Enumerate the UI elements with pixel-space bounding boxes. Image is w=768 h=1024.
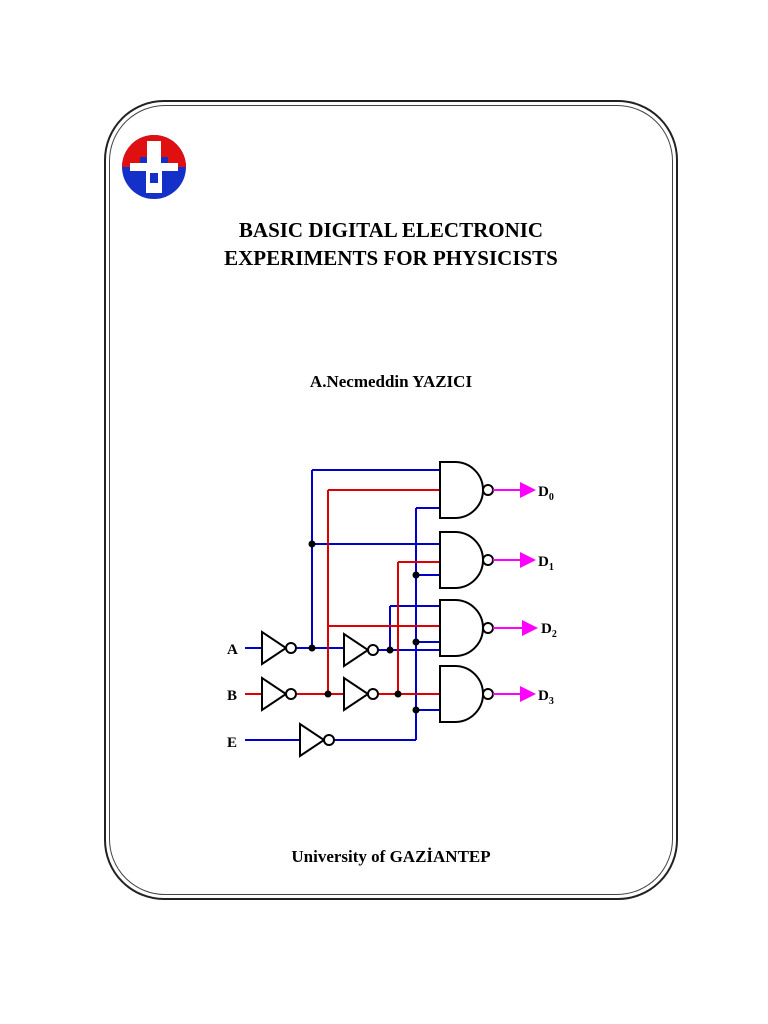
university-name: University of GAZİANTEP: [291, 847, 491, 866]
input-label-b: B: [227, 688, 237, 704]
nand-gate-d1: [439, 531, 494, 589]
title-line-1: BASIC DIGITAL ELECTRONIC: [238, 218, 544, 242]
nand-gate-d0: [439, 461, 494, 519]
inverter-e: [299, 722, 335, 758]
nand-gate-d3: [439, 665, 494, 723]
inverter-gates: [261, 630, 379, 758]
output-label-d0: D0: [538, 484, 554, 503]
page-border-outer: [104, 100, 678, 900]
title-line-2: EXPERIMENTS FOR PHYSICISTS: [224, 246, 558, 270]
author-name: A.Necmeddin YAZICI: [309, 372, 473, 391]
document-title: BASIC DIGITAL ELECTRONIC EXPERIMENTS FOR…: [109, 216, 673, 272]
page-border-inner: [109, 105, 673, 895]
inverter-a: [261, 630, 297, 666]
output-arrows: [493, 482, 538, 702]
inverter-a-second: [343, 632, 379, 668]
nand-gate-d2: [439, 599, 494, 657]
input-label-e: E: [227, 735, 237, 751]
blue-wires: [245, 469, 440, 741]
output-label-d3: D3: [538, 688, 554, 707]
input-label-a: A: [227, 642, 238, 658]
nand-gates: [439, 461, 494, 723]
inverter-b: [261, 676, 297, 712]
inverter-b-second: [343, 676, 379, 712]
output-label-d2: D2: [541, 621, 557, 640]
junction-dots: [308, 540, 420, 714]
output-label-d1: D1: [538, 554, 554, 573]
university-logo-icon: [122, 135, 186, 199]
red-wires: [245, 489, 440, 695]
